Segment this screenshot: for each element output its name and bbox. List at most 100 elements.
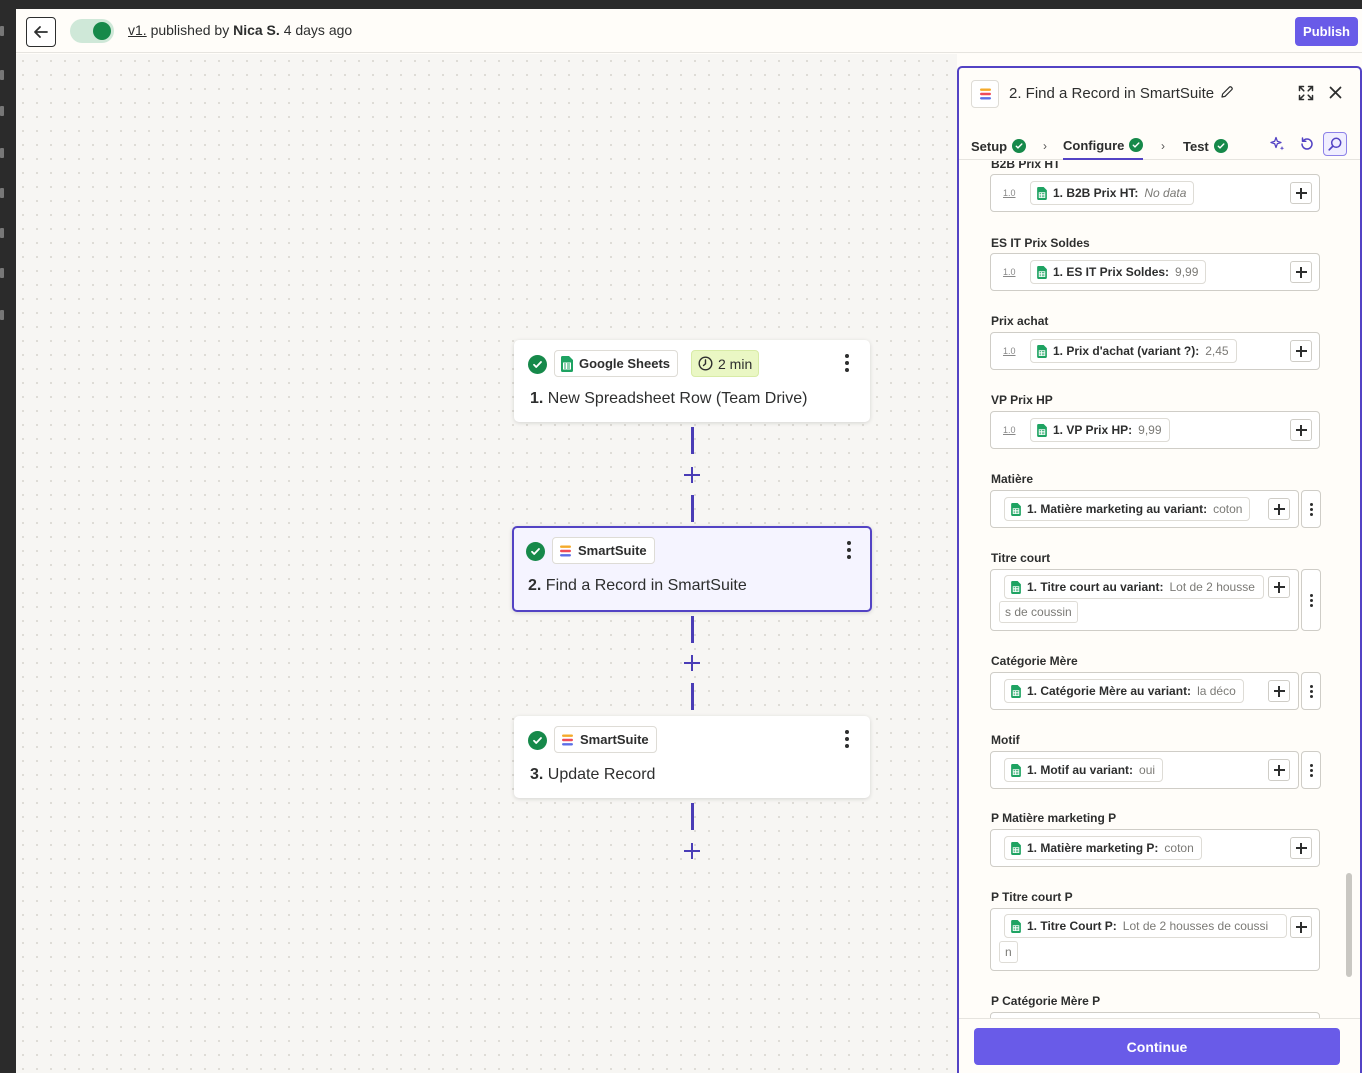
field-input[interactable]: 1. Titre Court P:Lot de 2 housses de cou… — [990, 908, 1320, 971]
smartsuite-icon — [971, 80, 999, 108]
workflow-canvas[interactable]: Google Sheets 2 min 1. New Spreadsheet R… — [16, 54, 957, 1073]
add-value-button[interactable] — [1290, 182, 1312, 204]
field-input[interactable]: 1. Matière marketing au variant:coton — [990, 490, 1299, 528]
field-options-button[interactable] — [1301, 751, 1321, 789]
app-name: Google Sheets — [579, 356, 671, 371]
history-icon — [1301, 137, 1313, 150]
mapped-value-pill[interactable]: 1. B2B Prix HT:No data — [1030, 181, 1195, 205]
search-button[interactable] — [1323, 132, 1347, 156]
mapped-value-pill[interactable]: 1. Titre Court P:Lot de 2 housses de cou… — [1004, 914, 1287, 938]
panel-footer: Continue — [959, 1018, 1360, 1073]
sparkle-icon — [1270, 136, 1285, 151]
add-value-button[interactable] — [1290, 419, 1312, 441]
google-sheets-icon — [1011, 841, 1021, 855]
mapped-value-continuation: s de coussin — [999, 601, 1078, 623]
vertical-dots-icon[interactable] — [844, 354, 850, 372]
field-input[interactable]: 1.0 1. Prix d'achat (variant ?):2,45 — [990, 332, 1320, 370]
field-options-button[interactable] — [1301, 672, 1321, 710]
add-value-button[interactable] — [1290, 261, 1312, 283]
connector-line — [691, 683, 694, 710]
ai-assist-button[interactable] — [1266, 132, 1290, 156]
field-label: Catégorie Mère — [991, 654, 1078, 668]
tab-test[interactable]: Test — [1183, 132, 1228, 160]
mapped-value-pill[interactable]: 1. Motif au variant:oui — [1004, 758, 1164, 782]
mapped-value-pill[interactable]: 1. Catégorie Mère au variant:la déco — [1004, 679, 1244, 703]
field-label: VP Prix HP — [991, 393, 1053, 407]
mapped-value-pill[interactable]: 1. Matière marketing P:coton — [1004, 836, 1202, 860]
step-card-1[interactable]: Google Sheets 2 min 1. New Spreadsheet R… — [514, 340, 870, 422]
arrow-left-icon — [34, 26, 48, 38]
add-step-button[interactable] — [682, 653, 702, 673]
add-value-button[interactable] — [1268, 759, 1290, 781]
field-input[interactable] — [990, 1012, 1320, 1018]
mapped-value-pill[interactable]: 1. VP Prix HP:9,99 — [1030, 418, 1170, 442]
field-options-button[interactable] — [1301, 569, 1321, 631]
publish-button[interactable]: Publish — [1295, 17, 1358, 46]
field-input[interactable]: 1. Catégorie Mère au variant:la déco — [990, 672, 1299, 710]
add-value-button[interactable] — [1268, 498, 1290, 520]
vertical-dots-icon[interactable] — [844, 730, 850, 748]
published-by-label: published by — [150, 22, 230, 38]
smartsuite-icon — [560, 545, 571, 556]
zap-editor: v1. published by Nica S. 4 days ago Publ… — [16, 9, 1362, 1073]
app-chip: SmartSuite — [552, 537, 655, 564]
close-icon[interactable] — [1328, 85, 1343, 100]
step-title: 3. Update Record — [530, 766, 656, 783]
mapped-value-pill[interactable]: 1. Titre court au variant:Lot de 2 houss… — [1004, 575, 1264, 599]
add-value-button[interactable] — [1268, 680, 1290, 702]
add-value-button[interactable] — [1268, 576, 1290, 598]
version-link[interactable]: v1. — [128, 22, 147, 38]
app-chip: SmartSuite — [554, 726, 657, 753]
vertical-dots-icon[interactable] — [846, 541, 852, 559]
number-type-icon: 1.0 — [1003, 425, 1016, 435]
published-time: 4 days ago — [283, 22, 353, 38]
number-type-icon: 1.0 — [1003, 188, 1016, 198]
google-sheets-icon — [1011, 919, 1021, 933]
add-value-button[interactable] — [1290, 340, 1312, 362]
check-circle-icon — [526, 542, 545, 561]
google-sheets-icon — [1037, 186, 1047, 200]
tab-setup[interactable]: Setup — [971, 132, 1027, 160]
connector-line — [691, 616, 694, 643]
field-input[interactable]: 1. Titre court au variant:Lot de 2 houss… — [990, 569, 1299, 631]
tab-configure[interactable]: Configure — [1063, 132, 1144, 160]
add-value-button[interactable] — [1290, 837, 1312, 859]
history-button[interactable] — [1295, 132, 1319, 156]
panel-tabs: Setup › Configure › Test — [959, 126, 1360, 160]
google-sheets-icon — [1011, 684, 1021, 698]
back-button[interactable] — [26, 17, 56, 47]
poll-interval-badge: 2 min — [691, 350, 760, 377]
step-card-2[interactable]: SmartSuite 2. Find a Record in SmartSuit… — [512, 526, 872, 612]
field-input[interactable]: 1.0 1. ES IT Prix Soldes:9,99 — [990, 253, 1320, 291]
check-circle-icon — [528, 731, 547, 750]
check-circle-icon — [1012, 139, 1027, 153]
app-name: SmartSuite — [580, 732, 649, 747]
poll-interval-label: 2 min — [718, 355, 753, 372]
mapped-value-pill[interactable]: 1. Prix d'achat (variant ?):2,45 — [1030, 339, 1237, 363]
google-sheets-icon — [561, 355, 573, 372]
add-step-button[interactable] — [682, 841, 702, 861]
field-input[interactable]: 1. Matière marketing P:coton — [990, 829, 1320, 867]
field-input[interactable]: 1.0 1. B2B Prix HT:No data — [990, 174, 1320, 212]
panel-title: 2. Find a Record in SmartSuite — [1009, 85, 1215, 102]
add-value-button[interactable] — [1290, 916, 1312, 938]
pencil-icon[interactable] — [1220, 85, 1234, 99]
expand-icon[interactable] — [1298, 85, 1314, 101]
field-input[interactable]: 1.0 1. VP Prix HP:9,99 — [990, 411, 1320, 449]
connector-line — [691, 803, 694, 830]
smartsuite-icon — [562, 734, 573, 745]
field-input[interactable]: 1. Motif au variant:oui — [990, 751, 1299, 789]
field-label: P Catégorie Mère P — [991, 994, 1101, 1008]
version-info: v1. published by Nica S. 4 days ago — [128, 22, 352, 38]
zap-on-toggle[interactable] — [70, 19, 114, 43]
continue-button[interactable]: Continue — [974, 1028, 1340, 1065]
step-title: 1. New Spreadsheet Row (Team Drive) — [530, 390, 808, 407]
number-type-icon: 1.0 — [1003, 346, 1016, 356]
mapped-value-pill[interactable]: 1. ES IT Prix Soldes:9,99 — [1030, 260, 1207, 284]
panel-scrollbar[interactable] — [1346, 873, 1352, 977]
mapped-value-pill[interactable]: 1. Matière marketing au variant:coton — [1004, 497, 1251, 521]
add-step-button[interactable] — [682, 465, 702, 485]
step-card-3[interactable]: SmartSuite 3. Update Record — [514, 716, 870, 798]
left-sidebar-strip — [0, 0, 16, 1073]
field-options-button[interactable] — [1301, 490, 1321, 528]
